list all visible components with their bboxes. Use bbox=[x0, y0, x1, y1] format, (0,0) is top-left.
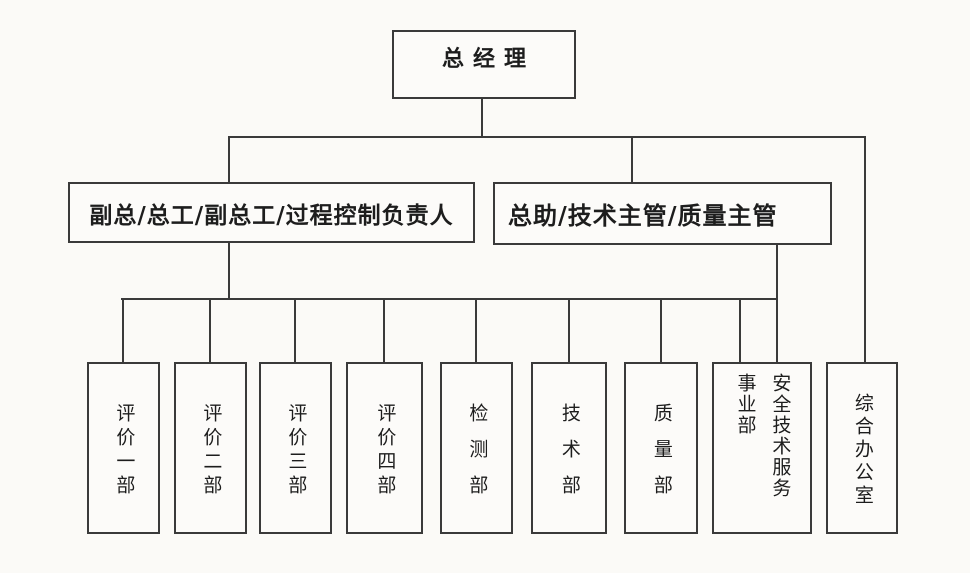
dept-label: 评价三部 bbox=[285, 402, 308, 499]
box-general-manager: 总经理 bbox=[392, 30, 576, 99]
deputy-chief-engineers-label: 副总/总工/副总工/过程控制负责人 bbox=[89, 201, 454, 229]
dept-label: 综合办公室 bbox=[851, 392, 874, 508]
connector-line bbox=[739, 298, 741, 362]
connector-line bbox=[475, 298, 477, 362]
box-dept-appraisal-2: 评价二部 bbox=[174, 362, 247, 534]
connector-line bbox=[229, 136, 866, 138]
dept-label: 评价四部 bbox=[374, 402, 397, 499]
box-dept-quality: 质量部 bbox=[624, 362, 698, 534]
dept-label: 检测部 bbox=[466, 402, 489, 511]
dept-label-column-1: 安全技术服务 bbox=[769, 373, 792, 499]
connector-line bbox=[383, 298, 385, 362]
connector-line bbox=[481, 99, 483, 136]
connector-line bbox=[209, 298, 211, 362]
dept-label: 评价二部 bbox=[200, 402, 223, 499]
connector-line bbox=[121, 298, 778, 300]
dept-label-column-2: 事业部 bbox=[734, 373, 757, 436]
connector-line bbox=[568, 298, 570, 362]
box-deputy-chief-engineers: 副总/总工/副总工/过程控制负责人 bbox=[68, 182, 475, 243]
box-dept-appraisal-4: 评价四部 bbox=[346, 362, 423, 534]
box-dept-inspection: 检测部 bbox=[440, 362, 513, 534]
box-dept-technology: 技术部 bbox=[531, 362, 607, 534]
connector-line bbox=[228, 136, 230, 182]
connector-line bbox=[122, 298, 124, 362]
assistant-supervisors-label: 总助/技术主管/质量主管 bbox=[508, 201, 778, 230]
dept-label: 评价一部 bbox=[113, 402, 136, 499]
connector-line bbox=[294, 298, 296, 362]
connector-line bbox=[776, 245, 778, 362]
general-manager-label: 总经理 bbox=[441, 45, 535, 72]
connector-line bbox=[631, 136, 633, 182]
box-dept-appraisal-3: 评价三部 bbox=[259, 362, 332, 534]
box-dept-general-office: 综合办公室 bbox=[826, 362, 898, 534]
connector-line bbox=[864, 136, 866, 362]
box-assistant-supervisors: 总助/技术主管/质量主管 bbox=[493, 182, 832, 245]
connector-line bbox=[228, 243, 230, 298]
connector-line bbox=[660, 298, 662, 362]
dept-label: 技术部 bbox=[558, 402, 581, 511]
box-dept-safety-tech-service: 安全技术服务 事业部 bbox=[712, 362, 812, 534]
box-dept-appraisal-1: 评价一部 bbox=[87, 362, 160, 534]
dept-label: 质量部 bbox=[650, 402, 673, 511]
